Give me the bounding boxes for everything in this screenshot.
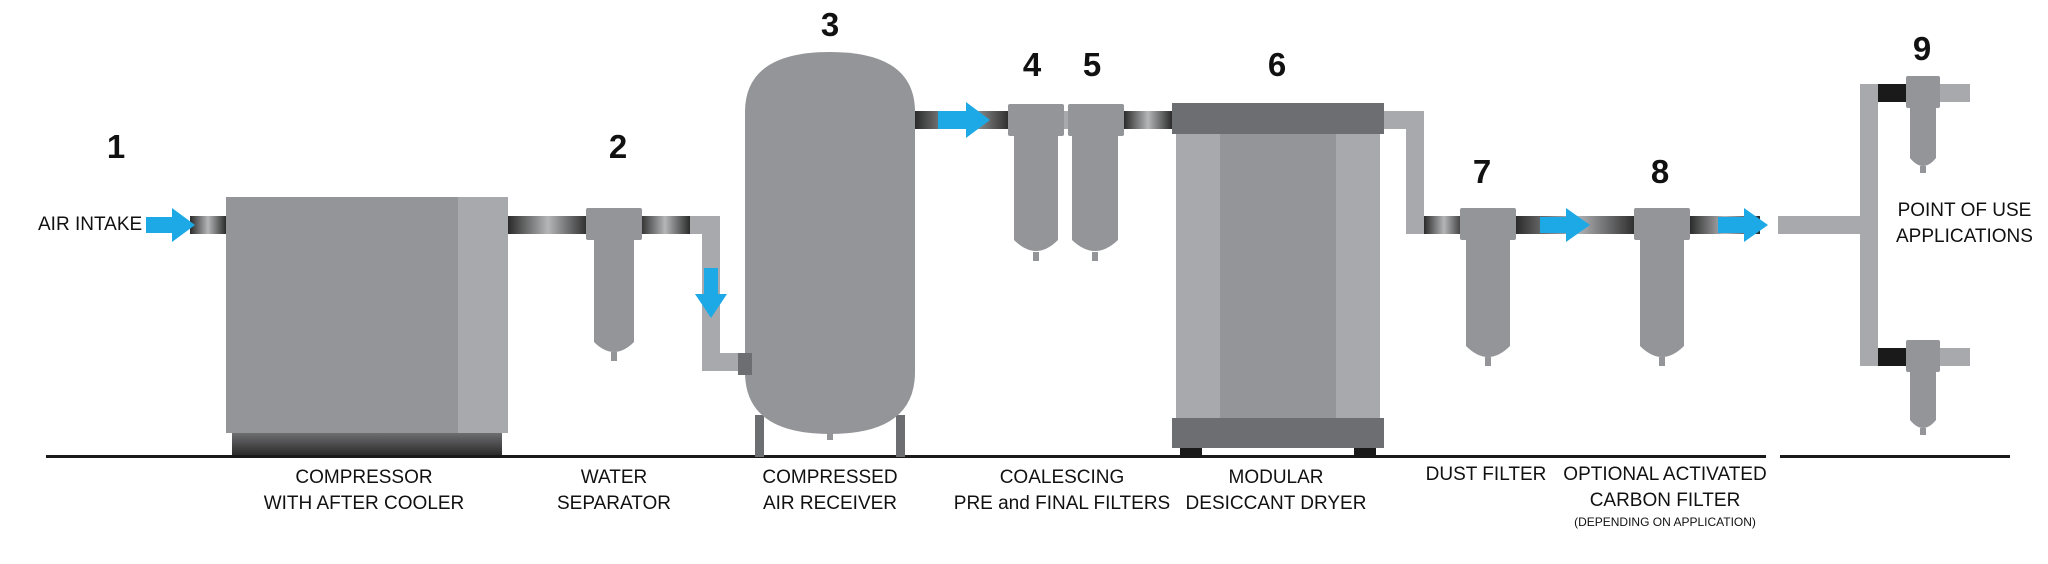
point-of-use-label: POINT OF USE APPLICATIONS — [1896, 198, 2033, 250]
ground-line-point-of-use — [1780, 455, 2010, 458]
pipe-dryer-out-bottom — [1406, 216, 1426, 234]
step-number-8: 8 — [1650, 153, 1670, 190]
manifold-vertical-pipe — [1860, 84, 1878, 366]
point-of-use-filter-bottom — [1906, 340, 1940, 435]
manifold-feed-pipe — [1778, 216, 1868, 234]
pipe-drop-top — [690, 216, 720, 234]
pipe-to-dust-filter — [1424, 216, 1464, 234]
pipe-finalfilter-to-dryer — [1124, 111, 1172, 129]
dryer-label-line-1: MODULAR — [1228, 467, 1324, 488]
coalescing-pre-filter — [1008, 104, 1064, 261]
water-separator-label: WATER SEPARATOR — [557, 465, 671, 517]
step-number-2: 2 — [608, 128, 628, 165]
carbon-filter — [1634, 208, 1690, 366]
manifold-top-coupling — [1878, 84, 1908, 102]
air-receiver-label-line-2: AIR RECEIVER — [762, 493, 898, 514]
intake-pipe — [190, 216, 226, 234]
point-of-use-filter-top — [1906, 76, 1940, 173]
step-number-7: 7 — [1472, 153, 1492, 190]
pipe-separator-to-drop — [640, 216, 690, 234]
air-intake-label: AIR INTAKE — [38, 214, 143, 235]
coalescing-final-filter — [1068, 104, 1124, 261]
compressor-label-line-1: COMPRESSOR — [295, 467, 433, 488]
dryer-top-cap — [1172, 103, 1384, 134]
compressor-base — [232, 433, 502, 455]
point-of-use-label-line-1: POINT OF USE — [1897, 200, 2032, 221]
dryer-foot-left — [1180, 448, 1202, 456]
compressor-label-line-2: WITH AFTER COOLER — [263, 493, 465, 514]
compressor-cooler-panel — [458, 197, 508, 433]
receiver-flow-arrow — [938, 102, 990, 138]
dust-filter — [1460, 208, 1516, 366]
water-separator-label-line-1: WATER — [580, 467, 648, 488]
point-of-use-label-line-2: APPLICATIONS — [1896, 226, 2033, 247]
step-number-1: 1 — [106, 128, 126, 165]
dryer-label: MODULAR DESICCANT DRYER — [1186, 465, 1367, 517]
air-receiver-label-line-1: COMPRESSED — [762, 467, 898, 488]
dryer-bottom-cap — [1172, 418, 1384, 448]
intake-flow-arrow — [146, 208, 195, 242]
step-number-9: 9 — [1912, 30, 1932, 67]
carbon-filter-label-line-2: CARBON FILTER — [1589, 490, 1741, 511]
point-of-use-manifold — [1778, 84, 1970, 366]
coalescing-label-line-1: COALESCING — [999, 467, 1125, 488]
desiccant-dryer — [1172, 103, 1384, 456]
compressor-body — [226, 197, 458, 433]
carbon-flow-arrow — [1718, 208, 1768, 242]
dryer-label-line-2: DESICCANT DRYER — [1185, 493, 1367, 514]
coalescing-label-line-2: PRE and FINAL FILTERS — [953, 493, 1171, 514]
dryer-body-right — [1336, 134, 1380, 418]
dryer-body-center — [1220, 134, 1336, 418]
carbon-filter-note: (DEPENDING ON APPLICATION) — [1574, 515, 1756, 529]
step-number-6: 6 — [1267, 46, 1287, 83]
dryer-body-left — [1176, 134, 1220, 418]
carbon-filter-label: OPTIONAL ACTIVATED CARBON FILTER (DEPEND… — [1563, 462, 1766, 530]
drop-flow-arrow — [695, 268, 727, 318]
step-number-5: 5 — [1082, 46, 1102, 83]
compressor-label: COMPRESSOR WITH AFTER COOLER — [264, 465, 465, 517]
pipe-dryer-out-vertical — [1406, 111, 1424, 234]
dryer-foot-right — [1354, 448, 1376, 456]
dust-flow-arrow — [1540, 208, 1590, 242]
ground-lines — [46, 455, 2010, 458]
dust-filter-label: DUST FILTER — [1425, 464, 1547, 485]
manifold-bottom-coupling — [1878, 348, 1908, 366]
water-separator-label-line-2: SEPARATOR — [556, 493, 672, 514]
air-receiver-tank — [738, 52, 915, 457]
pipe-prefilter-to-finalfilter — [1064, 111, 1070, 129]
water-separator-filter — [586, 208, 642, 361]
step-number-4: 4 — [1022, 46, 1042, 83]
step-number-3: 3 — [820, 6, 840, 43]
coalescing-label: COALESCING PRE and FINAL FILTERS — [954, 465, 1170, 517]
compressor — [226, 197, 508, 455]
ground-line-main — [46, 455, 1766, 458]
pipe-compressor-to-separator — [508, 216, 588, 234]
air-receiver-label: COMPRESSED AIR RECEIVER — [762, 465, 897, 517]
carbon-filter-label-line-1: OPTIONAL ACTIVATED — [1563, 464, 1767, 485]
